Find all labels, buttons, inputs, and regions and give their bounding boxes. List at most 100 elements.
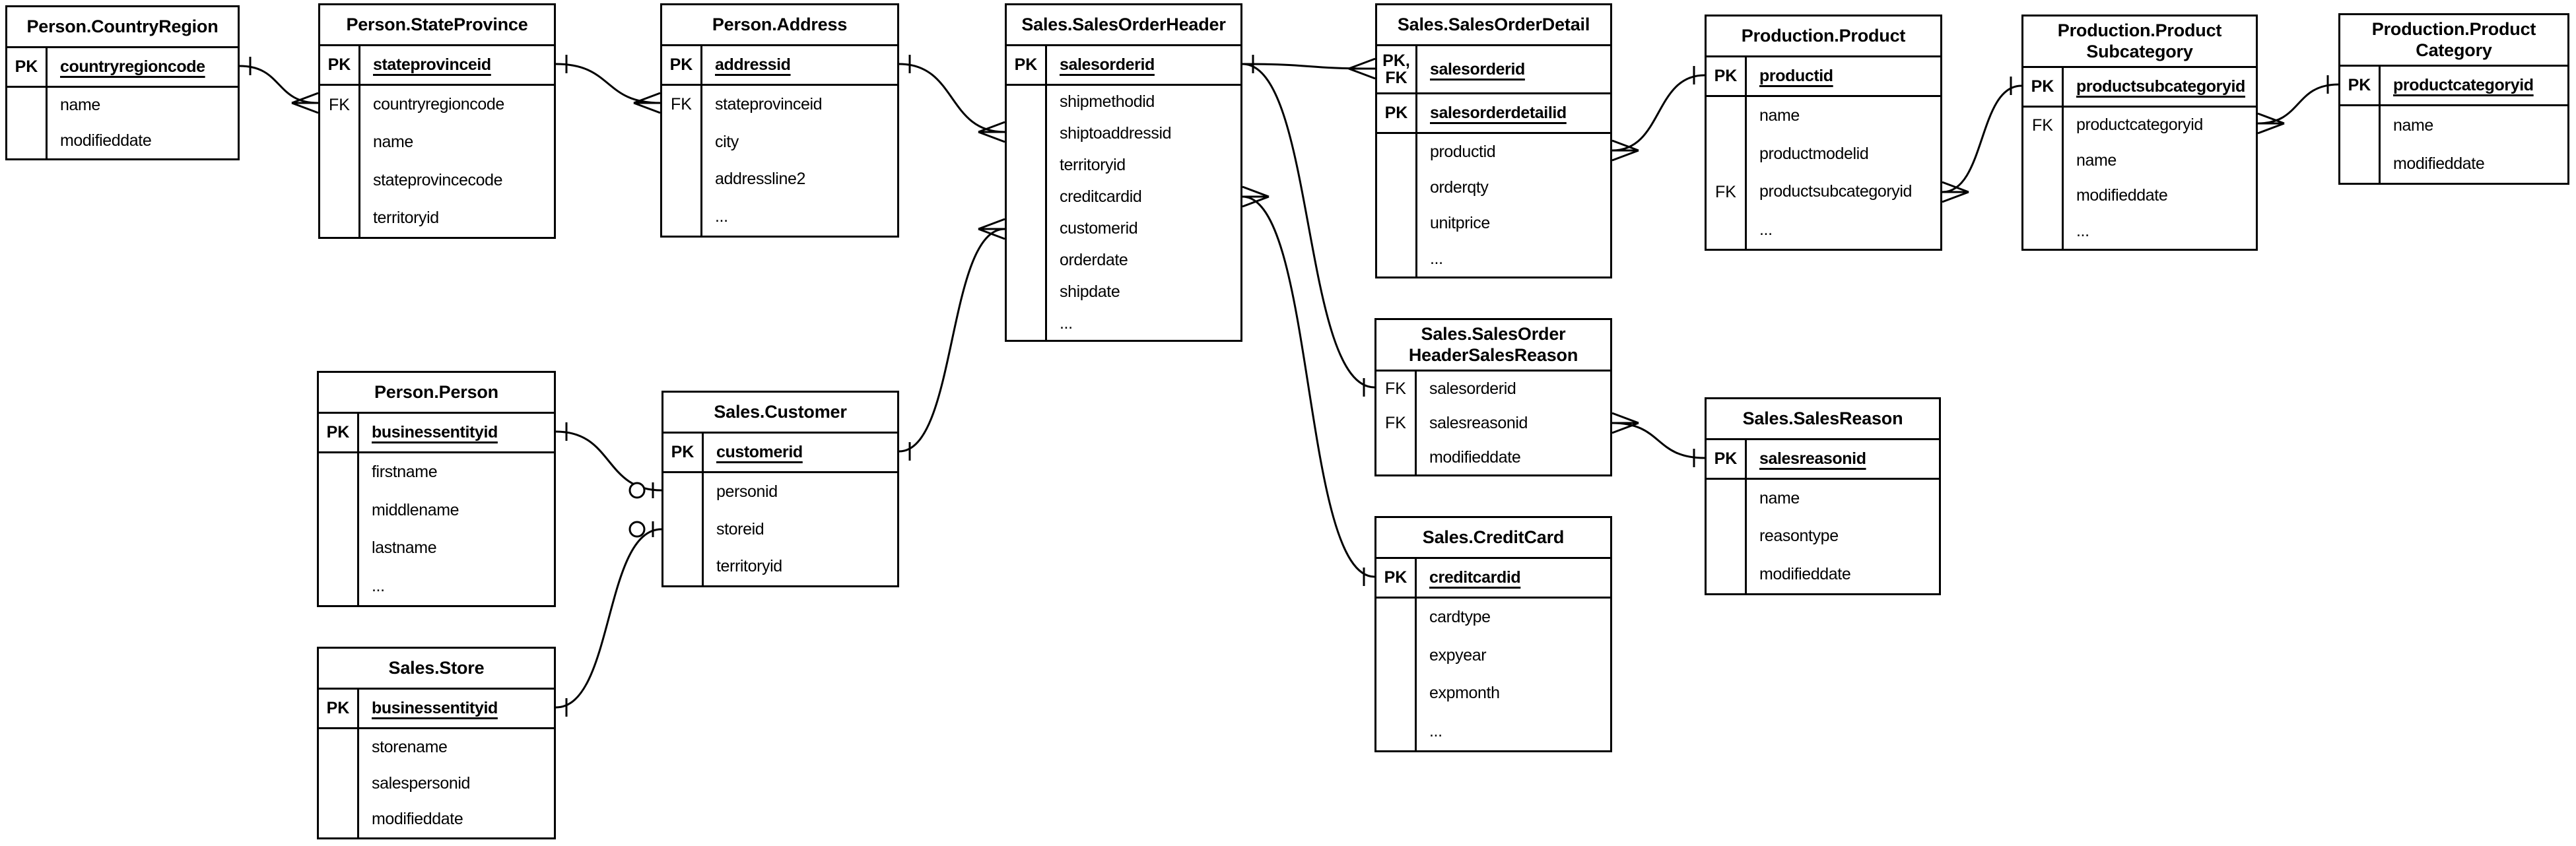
- column-row: name: [2340, 106, 2567, 145]
- table-body: storename salespersonid modifieddate: [319, 729, 554, 838]
- column-name: productcategoryid: [2393, 76, 2534, 94]
- key-badge: FK: [662, 86, 702, 123]
- cardinality-many-marker: [1242, 195, 1270, 208]
- table-title: Sales.Customer: [663, 393, 897, 434]
- column-name: salespersonid: [372, 773, 471, 793]
- column-name: stateprovinceid: [715, 94, 823, 114]
- table-title: Production.Product Category: [2340, 15, 2567, 67]
- table-title: Sales.Store: [319, 649, 554, 690]
- cardinality-zero-or-one-marker: [628, 521, 646, 538]
- cardinality-many-marker: [1348, 57, 1376, 70]
- cardinality-many-marker: [1611, 139, 1639, 152]
- key-badge: PK, FK: [1377, 46, 1417, 92]
- column-row: personid: [663, 473, 897, 511]
- table-title: Production.Product Subcategory: [2023, 16, 2256, 68]
- column-row: ...: [1707, 211, 1940, 249]
- key-badge: [1707, 211, 1747, 249]
- column-name: shiptoaddressid: [1060, 123, 1172, 143]
- cardinality-many-marker: [978, 131, 1005, 143]
- key-badge: [1007, 117, 1047, 150]
- key-badge: [319, 453, 359, 492]
- cardinality-many-marker: [1242, 185, 1270, 198]
- key-badge: PK: [320, 46, 360, 84]
- key-badge: PK: [319, 690, 359, 727]
- table-title: Production.Product: [1707, 16, 1940, 57]
- key-badge: [1707, 517, 1747, 556]
- column-row: FK stateprovinceid: [662, 86, 897, 123]
- key-badge: [1007, 212, 1047, 245]
- table-title: Person.Person: [319, 373, 554, 414]
- key-badge: [1376, 674, 1417, 713]
- column-row: storeid: [663, 510, 897, 548]
- connector-salesorderheader-salesorderheadersalesreason: [1242, 63, 1375, 389]
- column-name: countryregioncode: [373, 95, 504, 114]
- column-row: name: [7, 88, 238, 123]
- column-name: ...: [1430, 249, 1443, 268]
- column-name: ...: [1759, 220, 1773, 239]
- column-row: customerid: [1007, 212, 1240, 245]
- column-name: storename: [372, 737, 448, 756]
- table-title: Sales.SalesOrderHeader: [1007, 5, 1240, 46]
- key-badge: FK: [1707, 173, 1747, 211]
- column-name: name: [2393, 115, 2433, 135]
- table-title: Sales.SalesOrderDetail: [1377, 5, 1610, 46]
- column-row: territoryid: [1007, 149, 1240, 181]
- key-badge: [2340, 106, 2381, 145]
- column-name: personid: [716, 482, 778, 501]
- column-name: territoryid: [373, 208, 439, 227]
- column-row: creditcardid: [1007, 181, 1240, 213]
- key-badge: FK: [1376, 406, 1417, 440]
- connector-productsubcategory-productcategory: [2257, 83, 2339, 125]
- column-name: customerid: [1060, 219, 1138, 238]
- column-name: name: [1759, 489, 1800, 508]
- column-name: customerid: [716, 443, 803, 461]
- column-row: modifieddate: [319, 801, 554, 838]
- column-row: cardtype: [1376, 599, 1610, 637]
- key-badge: [1377, 170, 1417, 205]
- column-name: name: [2076, 150, 2117, 170]
- column-name: modifieddate: [1429, 447, 1521, 467]
- column-row: firstname: [319, 453, 554, 492]
- connector-address-salesorderheader: [898, 63, 1005, 133]
- column-row: unitprice: [1377, 205, 1610, 241]
- key-badge: [319, 529, 359, 568]
- column-name: expyear: [1429, 645, 1487, 665]
- column-name: salesreasonid: [1759, 449, 1866, 468]
- connector-customer-salesorderheader: [898, 228, 1005, 453]
- column-name: firstname: [372, 463, 438, 482]
- column-row: city: [662, 123, 897, 161]
- column-name: businessentityid: [372, 699, 498, 717]
- column-row: territoryid: [320, 199, 554, 237]
- key-badge: [1007, 244, 1047, 277]
- key-badge: [7, 123, 48, 158]
- key-badge: PK: [7, 48, 48, 86]
- column-name: productsubcategoryid: [2076, 77, 2245, 96]
- table-title: Person.StateProvince: [320, 5, 554, 46]
- table-title: Person.CountryRegion: [7, 7, 238, 48]
- column-name: lastname: [372, 538, 437, 558]
- key-badge: [1376, 440, 1417, 474]
- table-title: Person.Address: [662, 5, 897, 46]
- column-name: orderqty: [1430, 178, 1489, 197]
- key-badge: FK: [320, 86, 360, 124]
- cardinality-many-marker: [978, 121, 1005, 133]
- column-row: shipdate: [1007, 276, 1240, 308]
- connector-salesorderheader-creditcard: [1242, 195, 1375, 578]
- column-row: expyear: [1376, 636, 1610, 674]
- cardinality-many-marker: [2257, 112, 2285, 125]
- cardinality-zero-or-one-marker: [628, 482, 646, 499]
